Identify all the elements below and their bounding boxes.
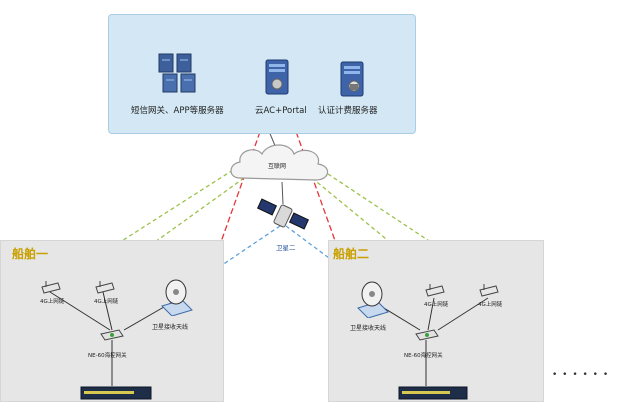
router-4g-icon xyxy=(41,281,61,294)
router-4g-icon xyxy=(479,284,499,297)
ship-zone-2 xyxy=(328,240,544,402)
switch-icon xyxy=(80,386,152,400)
ac-server-icon xyxy=(265,59,289,95)
server-label-auth: 认证计费服务器 xyxy=(318,106,378,116)
sat-line xyxy=(281,181,284,205)
ap-label-ship1-right: 4G上网链 xyxy=(94,299,119,305)
internet-cloud-icon xyxy=(230,144,329,181)
cloud-services-panel xyxy=(108,14,416,134)
server-rack-icon xyxy=(158,53,196,93)
ap-label-ship1-left: 4G上网链 xyxy=(40,299,65,305)
switch-icon xyxy=(398,386,468,400)
ship-title-1: 船舶一 xyxy=(12,247,49,261)
internet-label: 互联网 xyxy=(268,163,287,170)
server-label-ac: 云AC+Portal xyxy=(255,106,307,116)
satellite-antenna-icon xyxy=(357,281,389,318)
green-link-ship2 xyxy=(321,169,489,281)
gateway-label-ship1: NE-60海控网关 xyxy=(88,353,127,359)
gateway-icon xyxy=(415,329,439,341)
antenna-label-ship2: 卫星接收天线 xyxy=(350,325,387,332)
ap-label-ship2-right: 4G上网链 xyxy=(478,302,503,308)
router-4g-icon xyxy=(425,284,445,297)
satellite-antenna-icon xyxy=(161,279,193,316)
more-ships-ellipsis: • • • • • • xyxy=(552,370,610,380)
router-4g-icon xyxy=(95,281,115,294)
antenna-label-ship1: 卫星接收天线 xyxy=(152,324,189,331)
gateway-icon xyxy=(100,329,124,341)
blue-link-ship2 xyxy=(285,225,373,291)
gateway-label-ship2: NE-60海控网关 xyxy=(404,353,443,359)
ap-label-ship2-left: 4G上网链 xyxy=(424,302,449,308)
server-label-sms: 短信网关、APP等服务器 xyxy=(131,106,224,116)
ship-title-2: 船舶二 xyxy=(333,247,370,261)
satellite-icon xyxy=(257,198,309,230)
satellite-label: 卫星二 xyxy=(276,244,296,252)
auth-server-icon xyxy=(340,61,364,97)
